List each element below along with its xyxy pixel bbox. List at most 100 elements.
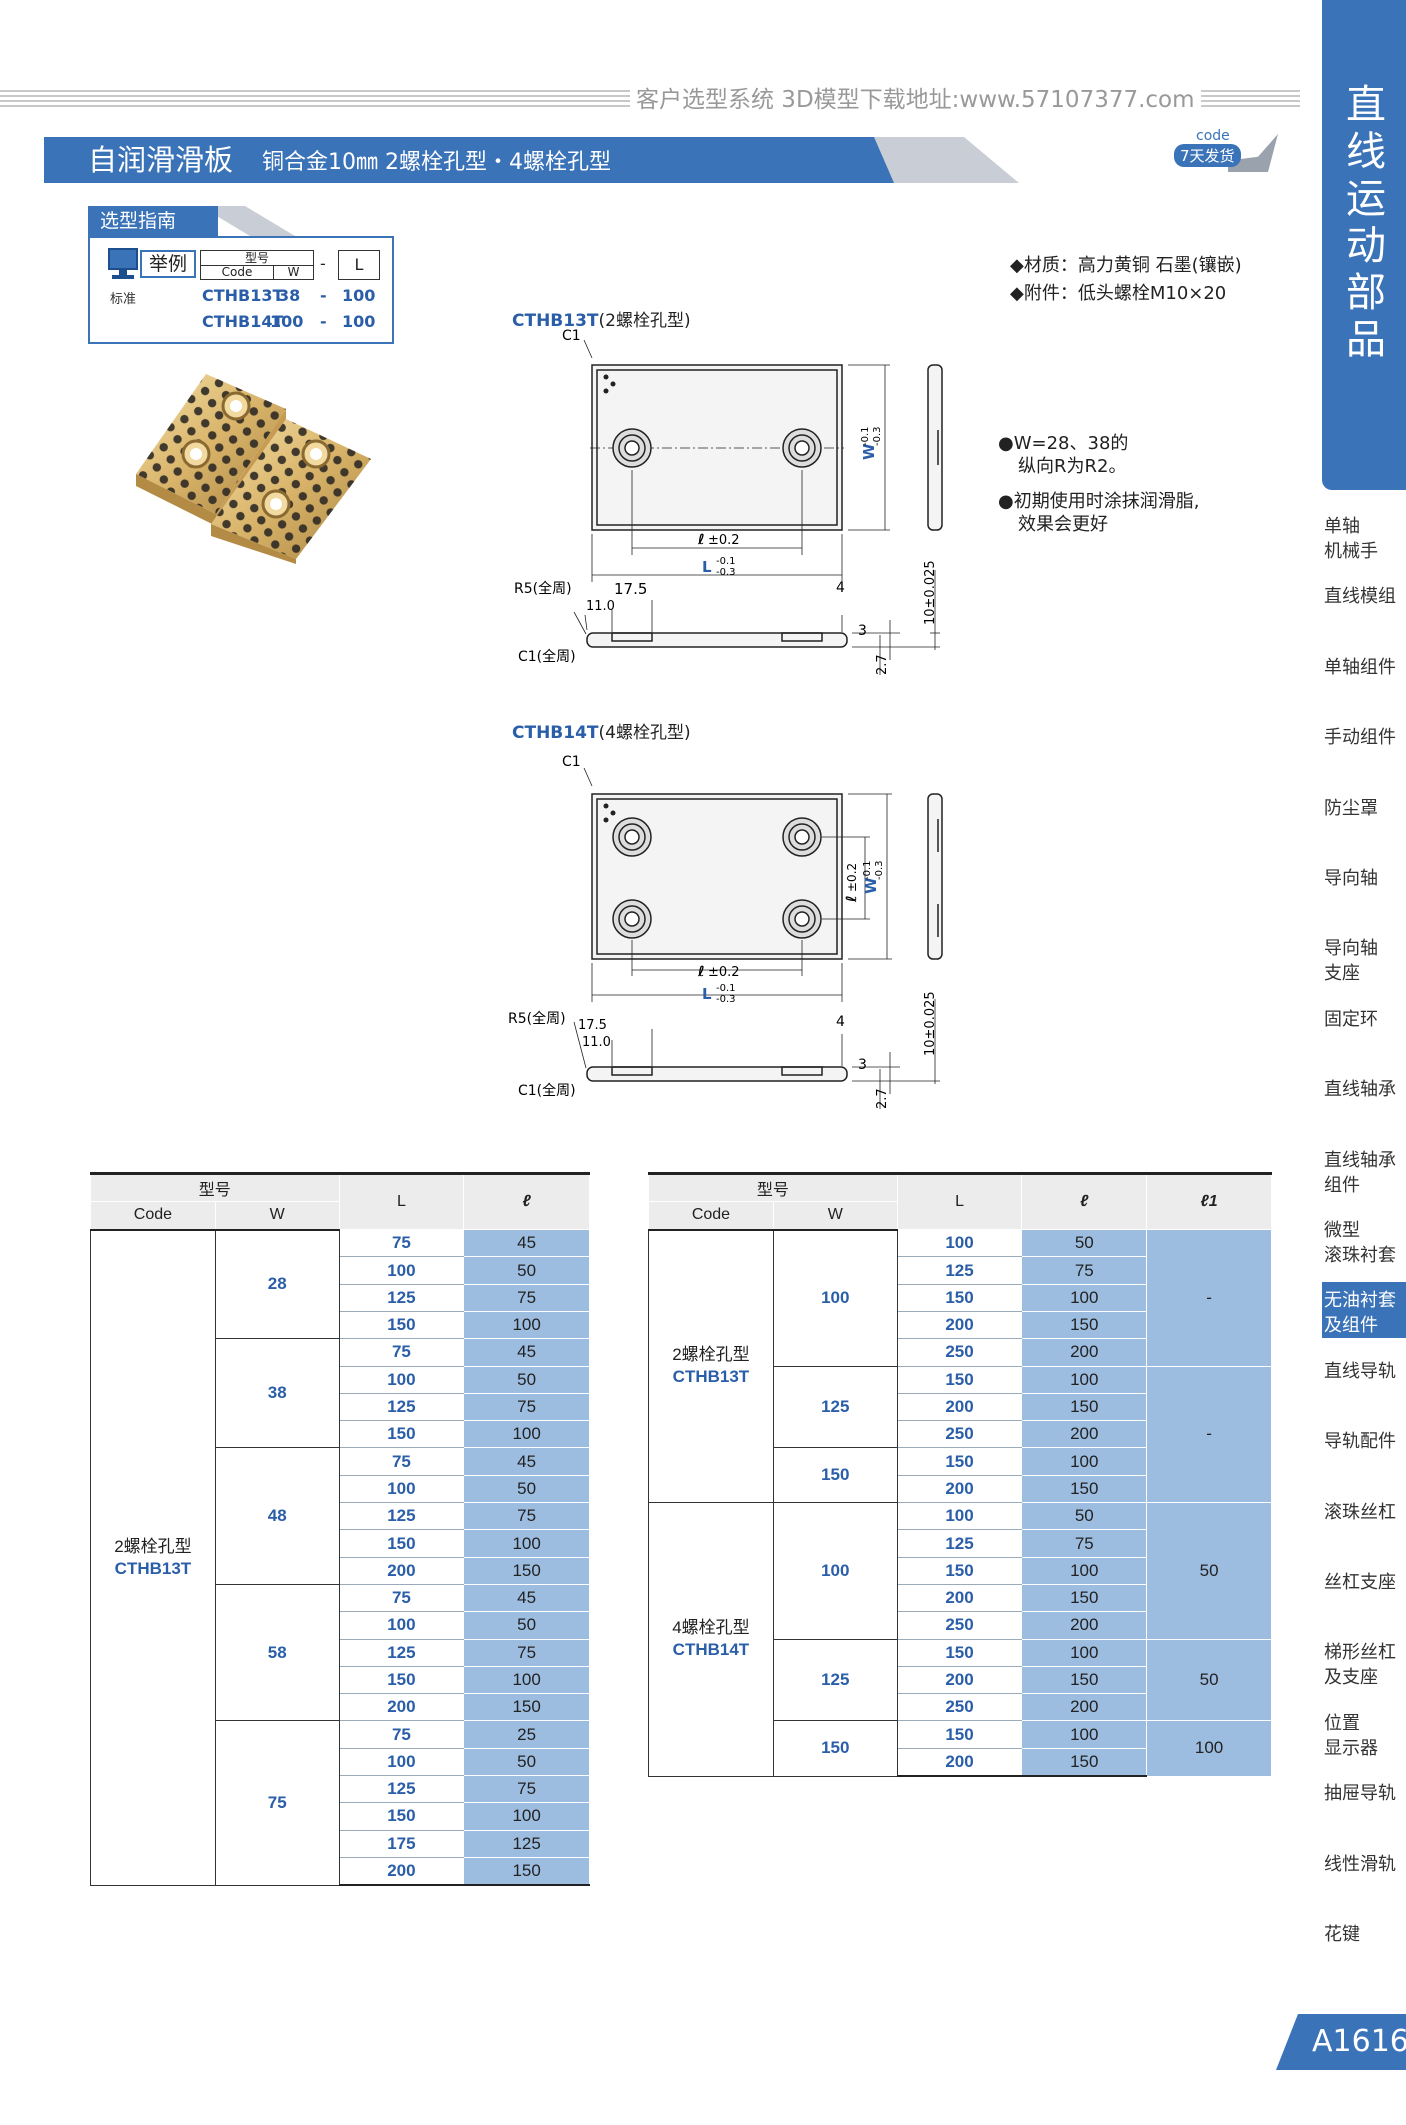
guide-row-2[interactable]: CTHB14T100-100 [202, 312, 376, 331]
sidebar-item-5[interactable]: 导向轴 [1322, 860, 1406, 916]
sidebar-item-8[interactable]: 直线轴承 [1322, 1071, 1406, 1127]
t1-ell-cell: 25 [463, 1720, 590, 1749]
sidebar-item-12[interactable]: 直线导轨 [1322, 1353, 1406, 1409]
t2-w-cell: 100 [772, 1502, 898, 1640]
sidebar-item-label: 直线模组 [1324, 586, 1396, 607]
t2-ell-cell: 75 [1021, 1529, 1148, 1558]
note-2b: 效果会更好 [1018, 514, 1108, 535]
sidebar-item-label: 直线导轨 [1324, 1361, 1396, 1382]
t1-ell-cell: 100 [463, 1310, 590, 1340]
selection-guide-title: 选型指南 [100, 210, 177, 232]
sidebar-item-7[interactable]: 固定环 [1322, 1001, 1406, 1057]
guide-row-1[interactable]: CTHB13T38-100 [202, 286, 376, 305]
t1-w-cell: 58 [214, 1583, 340, 1722]
guide-col-w: W [287, 265, 300, 279]
t1-ell-cell: 75 [463, 1283, 590, 1312]
sidebar-item-6[interactable]: 导向轴 支座 [1322, 930, 1406, 986]
sidebar-item-2[interactable]: 单轴组件 [1322, 649, 1406, 705]
sidebar-item-10[interactable]: 微型 滚珠衬套 [1322, 1212, 1406, 1268]
t2-ell1-cell: 50 [1146, 1638, 1272, 1722]
t1-l-cell: 150 [338, 1420, 465, 1449]
t1-group-code: CTHB13T [114, 1558, 192, 1578]
t1-w-cell: 38 [214, 1338, 340, 1449]
t2-ell-cell: 150 [1021, 1392, 1148, 1422]
guide-example-rows: CTHB13T38-100 CTHB14T100-100 [202, 283, 392, 335]
sidebar-item-11[interactable]: 无油衬套 及组件 [1322, 1282, 1406, 1338]
t2-l-cell: 100 [896, 1502, 1023, 1531]
sidebar-item-15[interactable]: 丝杠支座 [1322, 1564, 1406, 1620]
drawing1-d11: 11.0 [586, 599, 615, 614]
sidebar-item-3[interactable]: 手动组件 [1322, 719, 1406, 775]
t2-l-cell: 200 [896, 1474, 1023, 1504]
sidebar-item-label: 无油衬套 及组件 [1324, 1290, 1396, 1336]
drawing2-c1: C1 [562, 754, 581, 770]
t2-w-cell: 150 [772, 1447, 898, 1504]
sidebar-item-19[interactable]: 线性滑轨 [1322, 1846, 1406, 1902]
note-1a: ●W=28、38的 [998, 433, 1129, 454]
t1-ell-cell: 50 [463, 1474, 590, 1504]
sidebar-item-0[interactable]: 单轴 机械手 [1322, 508, 1406, 564]
standard-label: 标准 [110, 292, 137, 307]
sidebar-item-18[interactable]: 抽屉导轨 [1322, 1775, 1406, 1831]
t2-l-cell: 150 [896, 1447, 1023, 1476]
t1-ell-cell: 75 [463, 1392, 590, 1422]
sidebar-item-17[interactable]: 位置 显示器 [1322, 1705, 1406, 1761]
t2-l-cell: 150 [896, 1720, 1023, 1749]
sidebar-item-16[interactable]: 梯形丝杠 及支座 [1322, 1634, 1406, 1690]
sidebar-item-4[interactable]: 防尘罩 [1322, 790, 1406, 846]
download-url-text[interactable]: 客户选型系统 3D模型下载地址:www.57107377.com [630, 86, 1201, 114]
t2-ell-cell: 100 [1021, 1638, 1148, 1667]
t1-l-cell: 100 [338, 1611, 465, 1640]
sidebar-item-9[interactable]: 直线轴承 组件 [1322, 1142, 1406, 1198]
sidebar-item-20[interactable]: 花键 [1322, 1916, 1406, 1972]
sidebar-item-label: 位置 显示器 [1324, 1713, 1378, 1759]
t1-ell-cell: 100 [463, 1420, 590, 1449]
sidebar-item-14[interactable]: 滚珠丝杠 [1322, 1494, 1406, 1550]
t2-header-l: L [896, 1171, 1023, 1231]
sidebar-item-label: 直线轴承 [1324, 1079, 1396, 1100]
sidebar-item-13[interactable]: 导轨配件 [1322, 1423, 1406, 1479]
sidebar-item-1[interactable]: 直线模组 [1322, 578, 1406, 634]
page-number: A1616 [1312, 2024, 1406, 2059]
drawing1-wtol-top: -0.1 [860, 426, 871, 446]
